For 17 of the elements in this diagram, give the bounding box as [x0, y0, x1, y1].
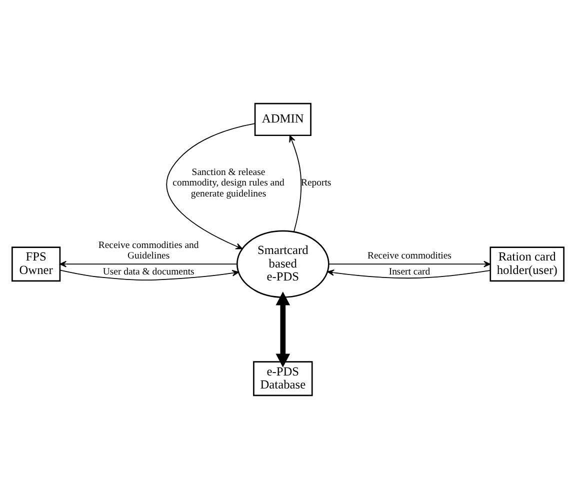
arrow: [166, 122, 256, 249]
node-box: ADMIN: [254, 102, 312, 136]
edge-label: Insert card: [388, 266, 430, 278]
edge-label: User data & documents: [102, 266, 194, 278]
arrow: [327, 268, 491, 278]
node-box: e-PDS Database: [253, 360, 313, 396]
arrow: [289, 134, 302, 232]
edge-label: Sanction & release commodity, design rules and generate guidelines: [172, 166, 284, 199]
node-ellipse: Smartcard based e-PDS: [236, 230, 330, 298]
edge-label: Receive commodities: [368, 250, 452, 262]
arrow: [328, 260, 491, 267]
edge-label: Receive commodities and Guidelines: [98, 239, 199, 262]
arrow: [276, 291, 290, 367]
arrow: [60, 269, 240, 280]
node-box: FPS Owner: [12, 246, 61, 282]
node-box: Ration card holder(user): [490, 246, 564, 282]
arrow: [60, 260, 238, 267]
